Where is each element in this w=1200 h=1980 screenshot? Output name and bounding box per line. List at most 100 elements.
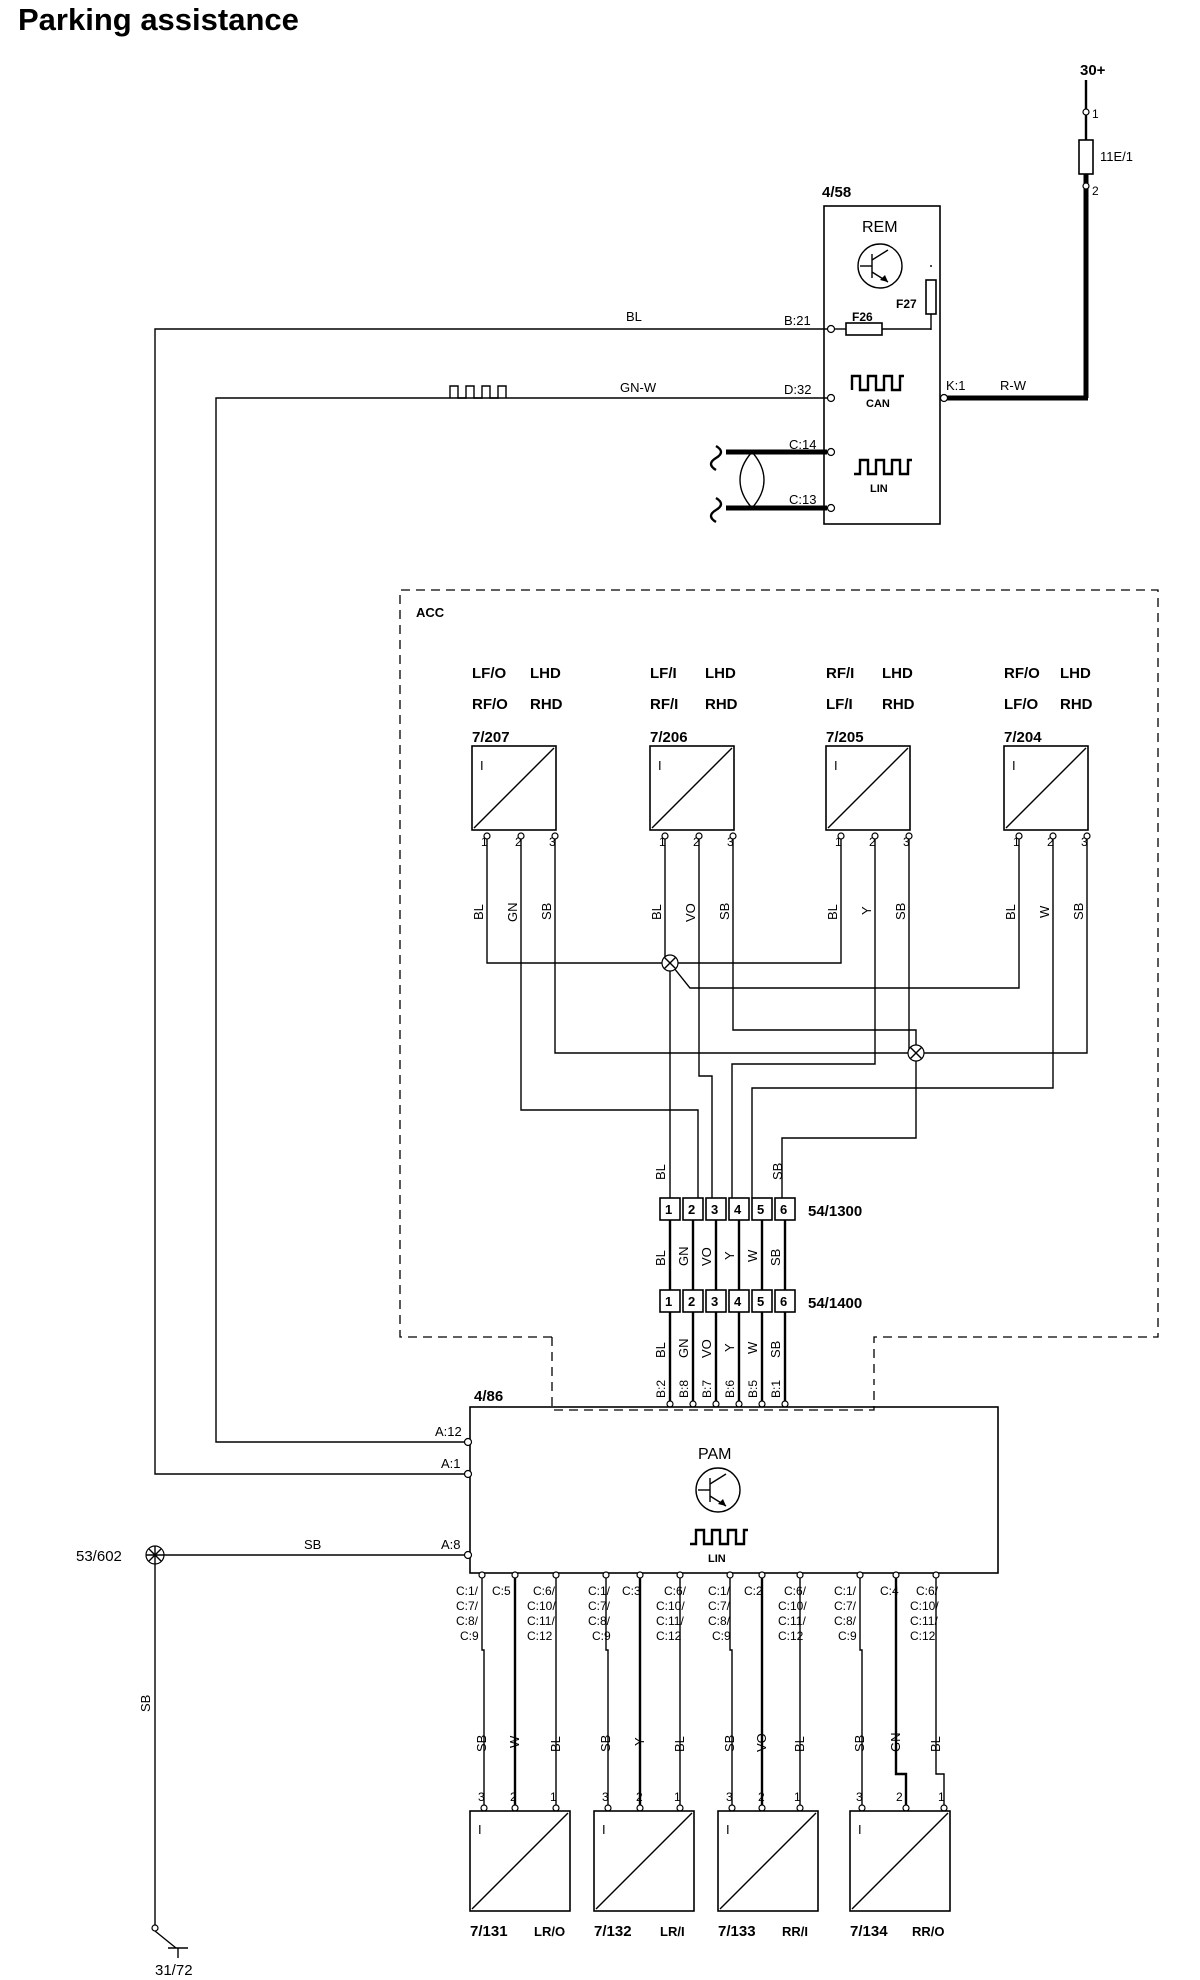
svg-text:3: 3 (478, 1790, 485, 1804)
svg-text:LHD: LHD (1060, 665, 1091, 682)
svg-text:7/132: 7/132 (594, 1923, 632, 1940)
svg-text:1: 1 (794, 1790, 801, 1804)
svg-text:BL: BL (653, 1164, 668, 1180)
pam-module: 4/86 PAM LIN A:12 A:1 A:8 (435, 1388, 999, 1574)
svg-text:C:11/: C:11/ (527, 1614, 555, 1628)
svg-text:1: 1 (1013, 835, 1020, 849)
ground-point-label: 53/602 (76, 1548, 122, 1565)
svg-text:BL: BL (672, 1736, 687, 1752)
svg-text:Y: Y (722, 1251, 737, 1260)
svg-text:C:7/: C:7/ (588, 1599, 611, 1613)
svg-text:C:1/: C:1/ (456, 1584, 479, 1598)
svg-text:C:11/: C:11/ (910, 1614, 938, 1628)
svg-text:3: 3 (711, 1202, 718, 1217)
svg-text:A:8: A:8 (441, 1537, 461, 1552)
rear-sensor-7-132: 3 2 1 I 7/132 LR/I (593, 1790, 695, 1940)
svg-text:K:1: K:1 (946, 378, 966, 393)
svg-text:SB: SB (770, 1163, 785, 1180)
svg-text:GN: GN (505, 903, 520, 923)
svg-text:5: 5 (757, 1294, 764, 1309)
svg-text:C:4: C:4 (880, 1584, 899, 1598)
svg-text:1: 1 (938, 1790, 945, 1804)
svg-text:B:5: B:5 (746, 1380, 760, 1398)
svg-text:C:12: C:12 (910, 1629, 936, 1643)
pam-id: 4/86 (474, 1388, 503, 1405)
svg-text:RR/O: RR/O (912, 1924, 945, 1939)
svg-text:A:12: A:12 (435, 1424, 462, 1439)
svg-text:RHD: RHD (1060, 696, 1093, 713)
svg-text:Y: Y (722, 1343, 737, 1352)
svg-text:SB: SB (717, 903, 732, 920)
svg-text:C:14: C:14 (789, 437, 816, 452)
svg-text:C:6/: C:6/ (533, 1584, 556, 1598)
svg-text:1: 1 (665, 1202, 672, 1217)
svg-text:C:12: C:12 (527, 1629, 553, 1643)
svg-text:I: I (1012, 758, 1016, 773)
svg-text:3: 3 (726, 1790, 733, 1804)
svg-text:SB: SB (304, 1537, 321, 1552)
lower-wires: BL GN VO Y W SB B:2 B:8 B:7 B:6 B:5 B:1 (653, 1312, 789, 1408)
svg-text:C:1/: C:1/ (708, 1584, 731, 1598)
pam-name: PAM (698, 1446, 731, 1463)
can-signal-icon (850, 374, 904, 392)
svg-text:3: 3 (549, 835, 556, 849)
rear-sensors: 3 2 1 I 7/131 LR/O 3 2 1 I 7/132 LR/I 3 … (469, 1790, 951, 1940)
svg-text:W: W (1037, 905, 1052, 918)
svg-text:LIN: LIN (870, 483, 888, 495)
svg-text:2: 2 (636, 1790, 643, 1804)
svg-text:2: 2 (693, 835, 700, 849)
svg-text:2: 2 (869, 835, 876, 849)
connector-1400-label: 54/1400 (808, 1295, 862, 1312)
connector-1300-label: 54/1300 (808, 1203, 862, 1220)
svg-text:CAN: CAN (866, 398, 890, 410)
svg-text:B:21: B:21 (784, 313, 811, 328)
svg-text:SB: SB (852, 1735, 867, 1752)
svg-text:B:6: B:6 (723, 1380, 737, 1398)
page-title: Parking assistance (18, 2, 299, 37)
svg-text:1: 1 (665, 1294, 672, 1309)
connector-54-1300: 1 2 3 4 5 6 54/1300 (659, 1197, 862, 1221)
svg-text:RF/O: RF/O (1004, 665, 1040, 682)
svg-text:C:10/: C:10/ (527, 1599, 556, 1613)
front-sensors: LF/O LHD RF/O RHD 7/207 I 1 2 3 LF/I LHD… (471, 665, 1093, 849)
svg-text:2: 2 (896, 1790, 903, 1804)
acc-boundary (399, 589, 1159, 1380)
svg-text:W: W (507, 1735, 522, 1748)
lin-signal-icon (449, 385, 507, 399)
svg-text:VO: VO (699, 1339, 714, 1358)
lin-signal-icon (854, 458, 912, 476)
rem-module: 4/58 REM F27 F26 CAN LIN B:21 D:32 (784, 184, 966, 525)
svg-text:I: I (658, 758, 662, 773)
svg-text:C:9: C:9 (712, 1629, 731, 1643)
ground-circuit: SB 53/602 SB 31/72 (76, 1537, 464, 1979)
svg-text:F26: F26 (852, 310, 873, 324)
junction-splice-bl (661, 954, 679, 972)
svg-text:VO: VO (699, 1247, 714, 1266)
svg-text:I: I (478, 1822, 482, 1837)
rear-wire-labels: SB W BL SB Y BL SB VO BL GN BL (474, 1733, 943, 1753)
svg-text:RHD: RHD (705, 696, 738, 713)
svg-text:SB: SB (138, 1695, 153, 1712)
lin-signal-icon (690, 1528, 748, 1546)
rem-name: REM (862, 219, 898, 236)
transistor-icon (695, 1467, 741, 1513)
svg-text:I: I (726, 1822, 730, 1837)
svg-text:BL: BL (653, 1250, 668, 1266)
front-wire-labels: BL GN SB BL VO SB BL Y SB BL W SB (471, 903, 1086, 923)
svg-text:B:7: B:7 (700, 1380, 714, 1398)
svg-text:F27: F27 (896, 297, 917, 311)
svg-text:C:10/: C:10/ (656, 1599, 685, 1613)
svg-text:C:8/: C:8/ (456, 1614, 479, 1628)
svg-text:C:9: C:9 (838, 1629, 857, 1643)
front-sensor-7-204: RF/O LHD LF/O RHD 7/204 I 1 2 3 (1003, 665, 1093, 849)
svg-text:BL: BL (626, 309, 642, 324)
svg-text:A:1: A:1 (441, 1456, 461, 1471)
svg-text:2: 2 (515, 835, 522, 849)
svg-text:7/204: 7/204 (1004, 729, 1042, 746)
rem-id: 4/58 (822, 184, 851, 201)
svg-text:LF/I: LF/I (826, 696, 853, 713)
svg-text:2: 2 (688, 1202, 695, 1217)
svg-text:SB: SB (474, 1735, 489, 1752)
svg-text:VO: VO (754, 1733, 769, 1752)
